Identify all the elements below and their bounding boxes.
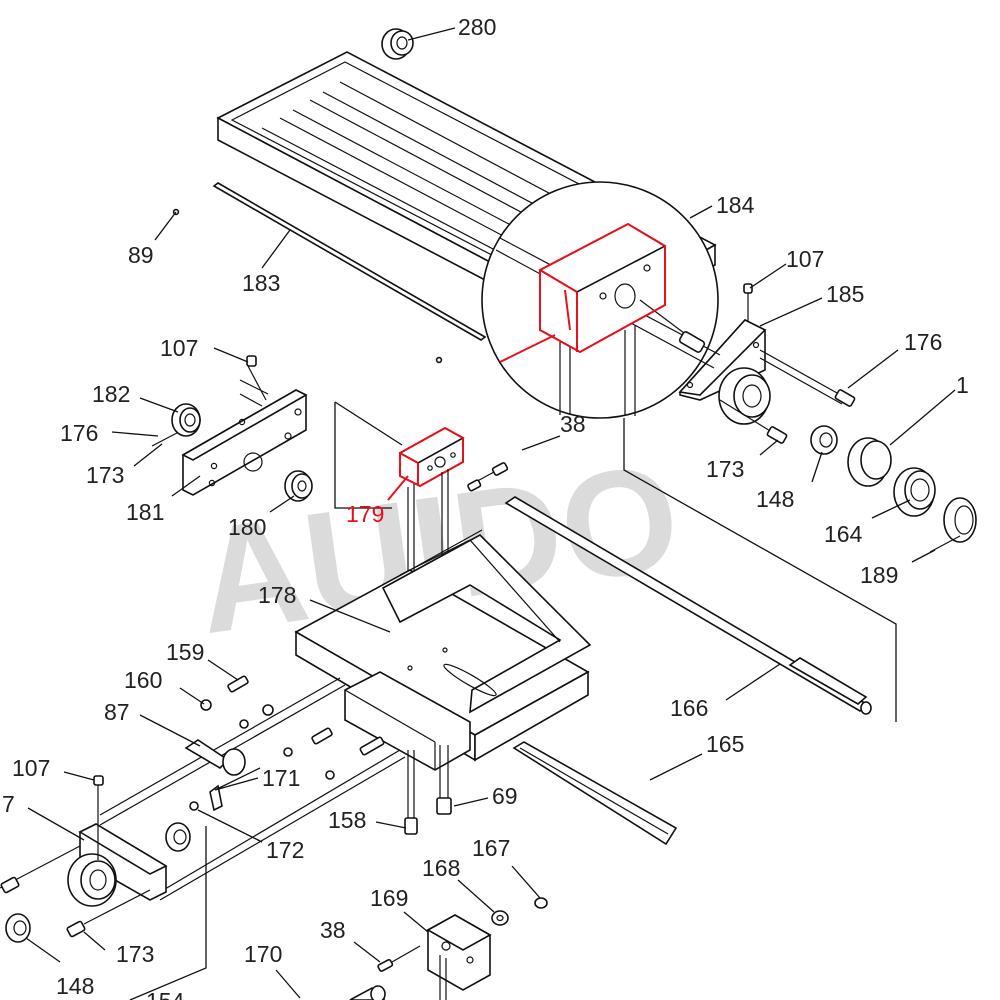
callout-labels: 280 184 107 185 176 1 89 183 107 182 176… — [2, 14, 969, 1000]
callout-159: 159 — [166, 639, 204, 665]
callout-176: 176 — [60, 420, 98, 446]
cross-feed-shafts — [99, 675, 406, 901]
callout-168: 168 — [422, 855, 460, 881]
shaft-170 — [349, 985, 386, 1000]
pin-189 — [929, 535, 961, 553]
detail-zoom — [481, 181, 721, 419]
callout-107: 107 — [12, 755, 50, 781]
callout-1-partial: 1 — [956, 372, 969, 398]
callout-164: 164 — [824, 521, 863, 547]
callout-166: 166 — [670, 695, 708, 721]
nut-280 — [381, 28, 414, 60]
callout-176: 176 — [904, 329, 942, 355]
detail-179-highlight — [539, 222, 666, 354]
block-169 — [426, 914, 492, 1000]
group-bracket-lower — [129, 826, 207, 1000]
bracket-185 — [678, 283, 771, 425]
callout-179: 179 — [346, 501, 384, 527]
callout-38: 38 — [560, 411, 586, 437]
callout-171: 171 — [262, 765, 300, 791]
screw-38-lower — [377, 945, 421, 972]
leadscrew-166 — [504, 496, 872, 715]
dial-ring — [847, 437, 892, 487]
collar-164 — [893, 467, 936, 517]
washer-168 — [491, 910, 509, 926]
cross-slide-body — [344, 671, 471, 771]
lower-left-bracket — [0, 775, 191, 943]
screw-38 — [467, 462, 509, 492]
callout-69: 69 — [492, 783, 518, 809]
pins-158-69 — [404, 745, 452, 835]
leader-lines — [25, 27, 956, 999]
leader-179 — [387, 475, 409, 501]
group-bracket-left — [334, 402, 392, 509]
bearing-182 — [171, 403, 201, 437]
callout-87: 87 — [104, 699, 130, 725]
bearing-148-right — [810, 425, 838, 455]
callout-158: 158 — [328, 807, 366, 833]
callout-181: 181 — [126, 499, 164, 525]
callout-165: 165 — [706, 731, 744, 757]
callout-160: 160 — [124, 667, 162, 693]
group-bracket-right — [623, 418, 897, 722]
callout-89: 89 — [128, 242, 154, 268]
callout-178: 178 — [258, 582, 296, 608]
callout-38: 38 — [320, 917, 346, 943]
callout-189: 189 — [860, 562, 898, 588]
bolt-176-right — [759, 349, 856, 407]
callout-182: 182 — [92, 381, 130, 407]
callout-7-partial: 7 — [2, 791, 15, 817]
bolt-173-right — [719, 399, 788, 444]
gib-165 — [512, 741, 678, 846]
callout-183: 183 — [242, 270, 280, 296]
callout-148: 148 — [56, 973, 94, 999]
left-bolts — [151, 355, 269, 447]
callout-172: 172 — [266, 837, 304, 863]
callout-107: 107 — [160, 335, 198, 361]
callout-167: 167 — [472, 835, 510, 861]
callout-173: 173 — [706, 456, 744, 482]
clip-167 — [534, 897, 548, 909]
callout-107: 107 — [786, 246, 824, 272]
callout-185: 185 — [826, 281, 864, 307]
callout-180: 180 — [228, 514, 266, 540]
callout-184: 184 — [716, 192, 755, 218]
callout-154-partial: 154 — [146, 988, 185, 1000]
callout-169: 169 — [370, 885, 408, 911]
bracket-181 — [181, 389, 308, 496]
callout-170: 170 — [244, 941, 282, 967]
callout-280: 280 — [458, 14, 496, 40]
handwheel-edge — [943, 497, 977, 543]
callout-148: 148 — [756, 486, 794, 512]
bushing-180 — [284, 470, 313, 502]
callout-173: 173 — [116, 941, 154, 967]
block-179 — [398, 426, 465, 488]
callout-173: 173 — [86, 462, 124, 488]
block-179-highlight-outline — [399, 426, 464, 488]
